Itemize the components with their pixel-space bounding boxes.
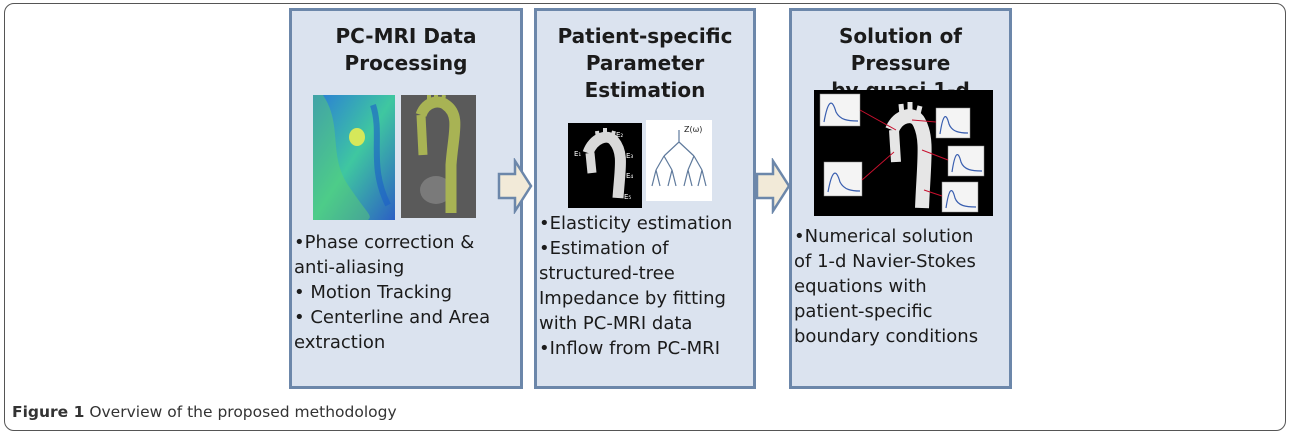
vessel-label: E₄	[626, 172, 633, 180]
bullet-line: extraction	[294, 332, 386, 353]
bullet-line: boundary conditions	[794, 326, 979, 347]
arrow-right-icon	[755, 158, 791, 214]
panel-title: Patient-specific Parameter Estimation	[537, 23, 753, 104]
vessel-label: E₅	[624, 193, 631, 201]
bullet-line: structured-tree	[539, 263, 675, 284]
panel-title-line: Processing	[344, 51, 468, 75]
bullet-line: equations with	[794, 276, 927, 297]
pressure-waveform-image	[814, 90, 993, 216]
bullet-line: of 1-d Navier-Stokes	[794, 251, 976, 272]
bullet-line: Impedance by fitting	[539, 288, 726, 309]
bullet-line: •Estimation of	[539, 238, 669, 259]
caption-label: Figure 1	[12, 403, 85, 421]
figure-caption: Figure 1 Overview of the proposed method…	[12, 403, 397, 421]
panel-pressure-solution: Solution of Pressure by quasi 1-d method…	[789, 8, 1012, 389]
arrow-right-icon	[497, 158, 533, 214]
bullet-line: •Numerical solution	[794, 226, 974, 247]
structured-tree-image: Z(ω)	[646, 120, 712, 201]
aorta-segmentation-image	[401, 95, 476, 218]
bullet-line: •Elasticity estimation	[539, 213, 733, 234]
vessel-label: E₃	[626, 152, 633, 160]
bullet-line: with PC-MRI data	[539, 313, 693, 334]
panel-title-line: Parameter	[585, 51, 705, 75]
velocity-map-image	[313, 95, 395, 220]
panel-title-line: Patient-specific	[557, 24, 733, 48]
caption-text: Overview of the proposed methodology	[89, 403, 397, 421]
vessel-label: E₂	[616, 131, 623, 139]
panel-title-line: PC-MRI Data	[335, 24, 477, 48]
vessel-label: E₁	[574, 150, 581, 158]
figure-frame	[4, 3, 1286, 431]
panel-bullets: •Numerical solution of 1-d Navier-Stokes…	[794, 224, 1007, 349]
bullet-line: •Phase correction &	[294, 232, 475, 253]
bullet-line: • Centerline and Area	[294, 307, 491, 328]
panel-title: PC-MRI Data Processing	[292, 23, 520, 77]
bullet-line: anti-aliasing	[294, 257, 405, 278]
panel-title-line: Solution of Pressure	[838, 24, 963, 75]
bullet-line: patient-specific	[794, 301, 933, 322]
panel-bullets: •Elasticity estimation •Estimation of st…	[539, 211, 751, 361]
panel-parameter-estimation: Patient-specific Parameter Estimation E₁…	[534, 8, 756, 389]
aorta-elasticity-image: E₁ E₂ E₃ E₄ E₅	[568, 123, 642, 208]
bullet-line: • Motion Tracking	[294, 282, 453, 303]
impedance-label: Z(ω)	[684, 125, 702, 134]
panel-title-line: Estimation	[584, 78, 706, 102]
bullet-line: •Inflow from PC-MRI	[539, 338, 721, 359]
panel-bullets: •Phase correction & anti-aliasing • Moti…	[294, 230, 518, 355]
panel-pc-mri-processing: PC-MRI Data Processing •Phase correction…	[289, 8, 523, 389]
